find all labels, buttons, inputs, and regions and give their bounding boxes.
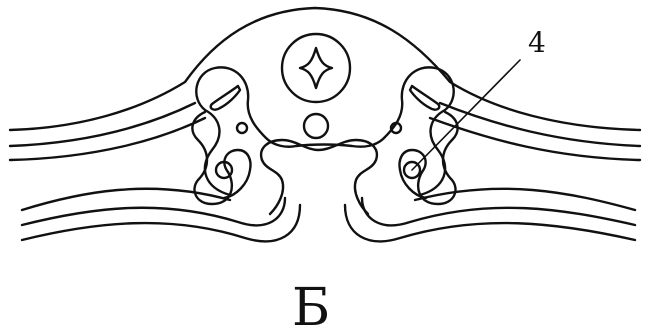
central-circles xyxy=(282,34,350,138)
right-lobe-structures xyxy=(391,86,458,204)
left-lobe-structures xyxy=(192,86,250,204)
panel-letter-label: Б xyxy=(292,278,330,330)
lower-layer-lines xyxy=(22,189,635,242)
marker-number-label: 4 xyxy=(528,26,546,59)
